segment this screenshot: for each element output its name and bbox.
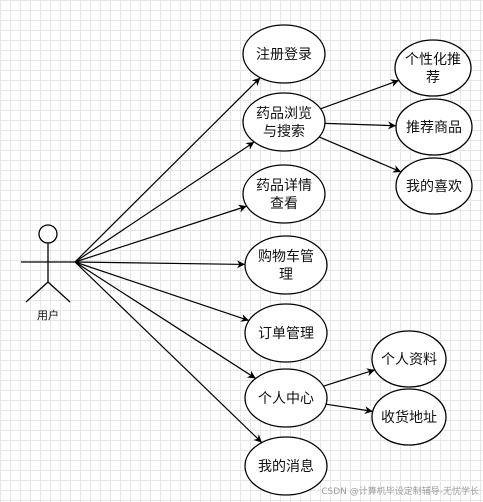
use-case-label: 荐 (426, 70, 440, 86)
use-case-label: 药品详情 (256, 178, 312, 194)
use-case-label: 个性化推 (405, 52, 461, 68)
use-case-label: 购物车管 (258, 248, 314, 265)
use-case-order: 订单管理 (244, 303, 328, 363)
relation-actor-to-register (74, 77, 261, 263)
use-case-label: 订单管理 (258, 326, 314, 342)
use-case-ellipse (371, 388, 447, 446)
relation-actor-to-browse (74, 141, 255, 263)
actor-user: 用户 (21, 224, 75, 322)
actor-label: 用户 (37, 308, 59, 322)
relation-actor-to-detail (74, 204, 247, 263)
use-case-ellipse (244, 368, 328, 428)
use-case-ellipse (395, 98, 473, 156)
use-case-label: 查看 (270, 196, 298, 212)
use-case-ellipse (242, 164, 326, 224)
use-case-register: 注册登录 (242, 24, 326, 84)
use-case-label: 推荐商品 (406, 120, 462, 136)
actor-leg-right (47, 281, 71, 303)
watermark: CSDN @计算机毕设定制辅导-无忧学长 (321, 485, 479, 497)
actor-leg-left (25, 281, 49, 303)
use-case-ellipse (242, 24, 326, 84)
use-case-label: 收货地址 (381, 409, 437, 426)
use-case-ellipse (371, 330, 447, 388)
use-case-label: 个人资料 (381, 352, 437, 368)
use-case-center: 个人中心 (244, 368, 328, 428)
use-case-label: 注册登录 (256, 47, 312, 63)
use-case-ellipse (244, 436, 328, 496)
relation-browse-to-favorites (318, 136, 402, 173)
use-case-ellipse (244, 303, 328, 363)
relation-center-to-profile (323, 368, 376, 387)
use-case-ellipse (242, 92, 326, 152)
relation-browse-to-rec_goods (324, 121, 397, 130)
use-case-ellipse (394, 39, 472, 97)
use-case-message: 我的消息 (244, 436, 328, 496)
use-case-label: 我的消息 (258, 458, 314, 475)
use-case-ellipse (244, 235, 328, 295)
relations (74, 77, 402, 444)
use-case-address: 收货地址 (371, 388, 447, 446)
use-case-rec_goods: 推荐商品 (395, 98, 473, 156)
relation-actor-to-order (74, 261, 250, 322)
use-case-favorites: 我的喜欢 (395, 157, 473, 215)
use-case-label: 理 (279, 267, 293, 283)
use-case-profile: 个人资料 (371, 330, 447, 388)
relation-actor-to-message (74, 261, 263, 444)
relation-actor-to-center (74, 261, 257, 379)
actor-head (38, 224, 58, 244)
use-case-ellipse (395, 157, 473, 215)
use-case-label: 个人中心 (258, 391, 314, 407)
relation-actor-to-cart (74, 260, 246, 269)
use-case-label: 我的喜欢 (406, 179, 462, 195)
relation-browse-to-recommend (320, 79, 400, 110)
use-case-label: 药品浏览 (256, 106, 312, 122)
relation-center-to-address (325, 403, 373, 415)
use-case-label: 与搜索 (263, 123, 305, 140)
